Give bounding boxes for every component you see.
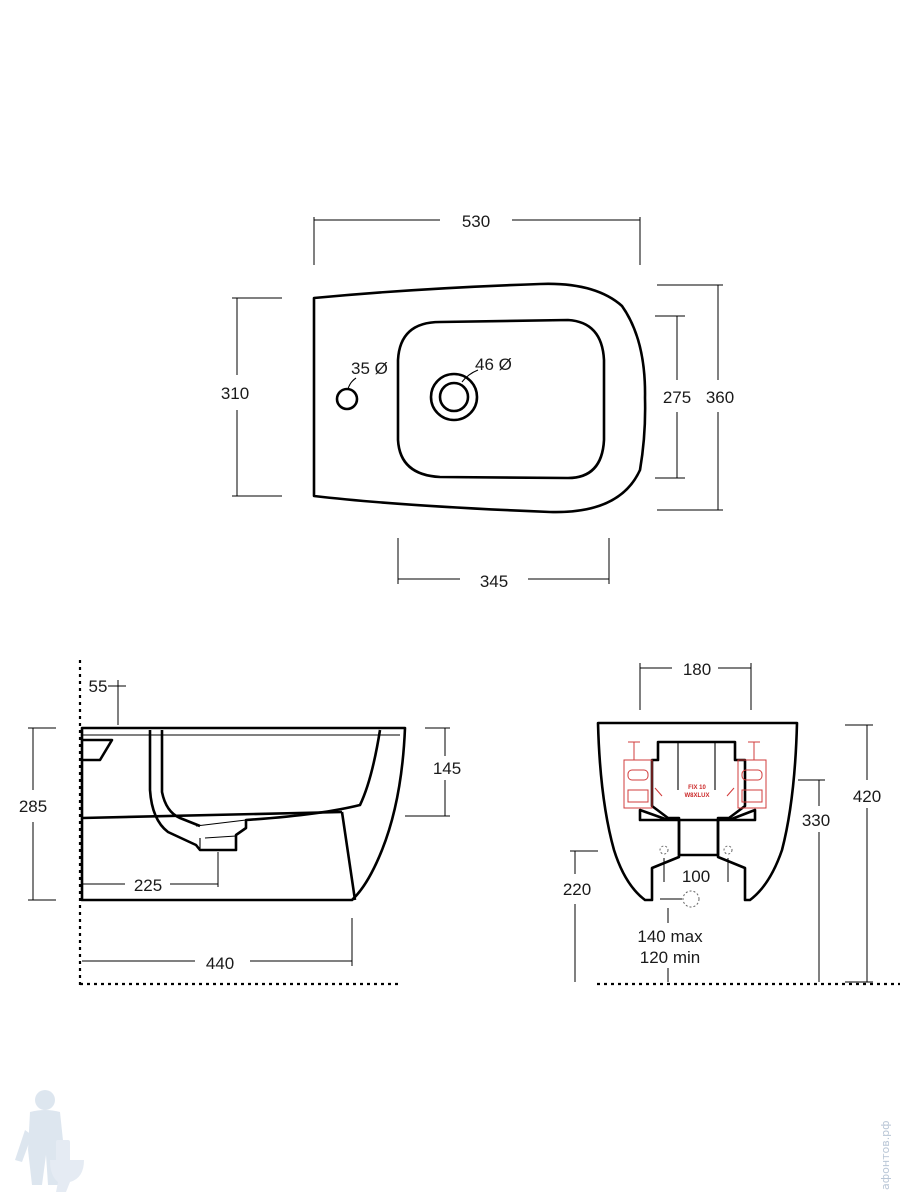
dim-total-height: 420 [853, 787, 881, 806]
top-view-outline [312, 282, 647, 514]
dim-offset: 55 [89, 677, 108, 696]
tap-hole [335, 387, 359, 411]
dim-bracket-spacing: 180 [683, 660, 711, 679]
watermark-logo [15, 1090, 84, 1192]
dim-drain-max: 140 max [637, 927, 703, 946]
fixing-kit-left [623, 741, 663, 809]
dim-depth-left: 310 [221, 384, 249, 403]
dim-bowl-height: 145 [433, 759, 461, 778]
side-view: 55 285 145 225 440 [19, 660, 461, 986]
top-view-bowl [396, 318, 606, 480]
bracket-label-1: FIX 10 [688, 785, 706, 791]
rear-view-body [596, 721, 799, 902]
rear-view: FIX 10 W8XLUX 180 420 330 220 100 [563, 660, 900, 986]
dim-pipe-spacing: 100 [682, 867, 710, 886]
drain-hole-label: 46 Ø [475, 355, 512, 374]
side-view-drain-detail [195, 819, 247, 850]
dim-drain-min: 120 min [640, 948, 700, 967]
dim-depth-right: 360 [706, 388, 734, 407]
side-view-rim-wedge [82, 738, 114, 762]
dim-bowl-depth: 275 [663, 388, 691, 407]
dim-supply-height: 220 [563, 880, 591, 899]
dim-bracket-height: 330 [802, 811, 830, 830]
side-view-bowl-inner [160, 730, 201, 828]
dim-height: 285 [19, 797, 47, 816]
drain-hole-outer [429, 372, 479, 422]
drain-hole-inner [438, 381, 470, 413]
dim-width: 530 [462, 212, 490, 231]
watermark-site: афонтов.рф [879, 1120, 892, 1190]
dim-length: 440 [206, 954, 234, 973]
side-view-body [80, 726, 407, 902]
drain-hole-leader [461, 369, 479, 383]
tap-hole-leader [347, 377, 357, 390]
fixing-kit-right [726, 741, 767, 809]
side-view-bowl [148, 729, 382, 852]
dim-bowl-width: 345 [480, 572, 508, 591]
tap-hole-label: 35 Ø [351, 359, 388, 378]
top-view: 35 Ø 46 Ø 530 310 275 360 345 [221, 212, 734, 591]
bracket-label-2: W8XLUX [684, 793, 709, 799]
dim-drain-distance: 225 [134, 876, 162, 895]
